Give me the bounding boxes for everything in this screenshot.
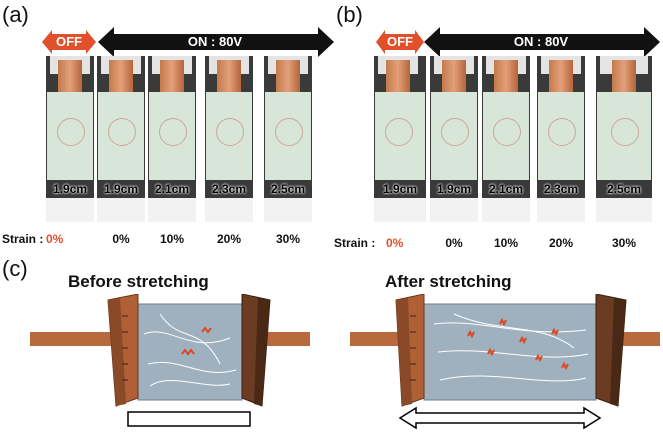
panel-b-label: (b): [336, 2, 363, 27]
sample-photo-a-2: 1.9cm: [97, 56, 145, 222]
strain-b-4: 20%: [548, 236, 574, 250]
panel-a-label: (a): [2, 2, 29, 27]
length-a-1: 1.9cm: [52, 182, 88, 196]
strain-label-a: Strain :: [2, 232, 44, 246]
length-b-4: 2.3cm: [543, 182, 579, 196]
sample-photo-a-4: 2.3cm: [205, 56, 253, 222]
sample-photo-b-1: 1.9cm: [374, 56, 426, 222]
sample-photo-b-2: 1.9cm: [430, 56, 478, 222]
sample-photo-b-3: 2.1cm: [482, 56, 530, 222]
strain-label-b: Strain :: [334, 236, 376, 250]
after-stretching-title: After stretching: [385, 272, 512, 291]
length-b-5: 2.5cm: [606, 182, 642, 196]
off-arrow-a: [42, 30, 96, 54]
on-arrow-b: [424, 27, 660, 57]
strain-a-2: 0%: [112, 232, 130, 246]
strain-a-5: 30%: [275, 232, 301, 246]
sample-photo-a-5: 2.5cm: [264, 56, 312, 222]
on-label-a: ON : 80V: [187, 34, 243, 49]
strain-a-4: 20%: [216, 232, 242, 246]
on-label-b: ON : 80V: [513, 34, 569, 49]
panel-c-label: (c): [2, 256, 28, 281]
sample-photo-a-3: 2.1cm: [148, 56, 196, 222]
strain-b-2: 0%: [445, 236, 463, 250]
length-b-3: 2.1cm: [488, 182, 524, 196]
sample-photo-b-4: 2.3cm: [537, 56, 585, 222]
length-a-5: 2.5cm: [270, 182, 306, 196]
strain-b-3: 10%: [493, 236, 519, 250]
length-b-2: 1.9cm: [436, 182, 472, 196]
strain-b-1: 0%: [386, 236, 404, 250]
before-stretching-title: Before stretching: [68, 272, 209, 291]
length-a-3: 2.1cm: [154, 182, 190, 196]
sample-photo-a-1: 1.9cm: [46, 56, 94, 222]
strain-a-1: 0%: [46, 232, 64, 246]
off-label-a: OFF: [56, 34, 82, 49]
strain-a-3: 10%: [159, 232, 185, 246]
sample-photo-b-5: 2.5cm: [596, 56, 652, 222]
off-arrow-b: [376, 30, 424, 54]
on-arrow-a: [98, 27, 334, 57]
strain-b-5: 30%: [611, 236, 637, 250]
length-a-2: 1.9cm: [103, 182, 139, 196]
after-stretching-diagram: [350, 294, 660, 430]
length-b-1: 1.9cm: [382, 182, 418, 196]
off-label-b: OFF: [387, 34, 413, 49]
before-stretching-diagram: [30, 294, 310, 427]
length-a-4: 2.3cm: [211, 182, 247, 196]
